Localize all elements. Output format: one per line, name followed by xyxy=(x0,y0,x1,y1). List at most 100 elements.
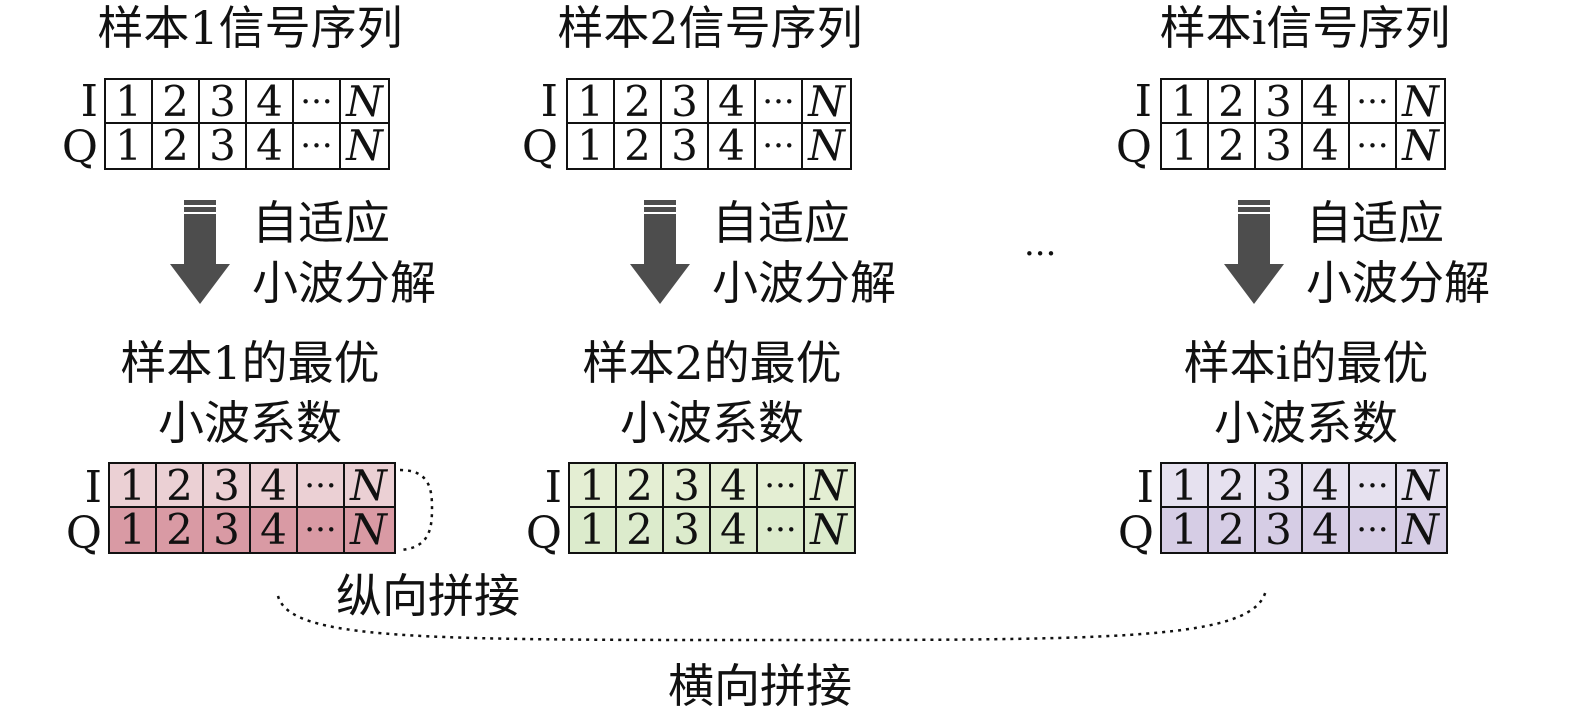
coeff-title-line2: 小波系数 xyxy=(620,396,804,450)
sequence-cell: 3 xyxy=(1256,124,1303,168)
sequence-cell: 2 xyxy=(1209,80,1256,122)
sequence-cell: ··· xyxy=(756,124,803,168)
down-arrow-icon-3 xyxy=(1224,200,1284,304)
sequence-cell: N xyxy=(350,464,387,506)
sequence-cell: 4 xyxy=(711,464,758,506)
horizontal-concat-curve xyxy=(276,589,1268,642)
sequence-cell: 1 xyxy=(570,508,617,552)
sequence-cell: 3 xyxy=(662,80,709,122)
sequence-cell: 3 xyxy=(662,124,709,168)
s1-top-row-label-i: I xyxy=(80,76,98,127)
sequence-cell: 2 xyxy=(157,464,204,506)
down-arrow-icon-1 xyxy=(170,200,230,304)
sample2-coeff-title: 样本2的最优 小波系数 xyxy=(562,333,862,453)
sequence-cell: ··· xyxy=(298,508,345,552)
arrow-label-line2: 小波分解 xyxy=(252,256,436,310)
si-top-row-label-i: I xyxy=(1134,76,1152,127)
s2-top-row-label-q: Q xyxy=(521,122,558,173)
sequence-cell: N xyxy=(808,124,845,168)
coeff-title-line2: 小波系数 xyxy=(1214,396,1398,450)
arrow-label-line2: 小波分解 xyxy=(1306,256,1490,310)
arrow3-label: 自适应 小波分解 xyxy=(1306,193,1490,313)
sequence-cell: 3 xyxy=(664,464,711,506)
sequence-cell: 1 xyxy=(1162,464,1209,506)
sequence-cell: 1 xyxy=(106,124,153,168)
sequence-cell: 1 xyxy=(110,508,157,552)
arrow-label-line1: 自适应 xyxy=(1306,196,1444,250)
sequence-cell: ··· xyxy=(294,124,341,168)
arrow-label-line2: 小波分解 xyxy=(712,256,896,310)
sequence-cell: 4 xyxy=(247,124,294,168)
sequence-cell: ··· xyxy=(758,508,805,552)
down-arrow-icon-2 xyxy=(630,200,690,304)
sequence-cell: 1 xyxy=(110,464,157,506)
sample2-signal-title: 样本2信号序列 xyxy=(557,1,863,55)
sequence-cell: ··· xyxy=(1350,80,1397,122)
sequence-cell: 4 xyxy=(1303,508,1350,552)
arrow-shape xyxy=(630,200,690,304)
sequence-cell: 1 xyxy=(1162,124,1209,168)
sequence-cell: N xyxy=(1402,464,1439,506)
vertical-concat-bracket xyxy=(399,468,434,552)
s1-coeff-row-label-i: I xyxy=(84,462,102,513)
arrow-label-line1: 自适应 xyxy=(252,196,390,250)
s1-coeff-row-label-q: Q xyxy=(65,508,102,559)
arrow-shape xyxy=(1224,200,1284,304)
sequence-cell: N xyxy=(808,80,845,122)
coeff-title-line1: 样本2的最优 xyxy=(582,336,842,390)
si-top-row-label-q: Q xyxy=(1115,122,1152,173)
sequence-cell: 4 xyxy=(1303,464,1350,506)
sequence-cell: 1 xyxy=(568,80,615,122)
sequence-cell: 4 xyxy=(251,464,298,506)
sequence-cell: 3 xyxy=(1256,464,1303,506)
samples-ellipsis: ··· xyxy=(1024,234,1057,274)
sequence-cell: ··· xyxy=(756,80,803,122)
sequence-cell: ··· xyxy=(758,464,805,506)
sequence-cell: 4 xyxy=(709,124,756,168)
arrow-label-line1: 自适应 xyxy=(712,196,850,250)
sequence-cell: N xyxy=(346,80,383,122)
sequence-cell: 3 xyxy=(200,124,247,168)
sequence-cell: 2 xyxy=(617,508,664,552)
samplei-signal-title: 样本i信号序列 xyxy=(1159,1,1451,55)
sequence-cell: 3 xyxy=(1256,80,1303,122)
sequence-cell: 1 xyxy=(1162,80,1209,122)
sample1-coeff-title: 样本1的最优 小波系数 xyxy=(100,333,400,453)
sequence-cell: 2 xyxy=(153,124,200,168)
sequence-cell: 3 xyxy=(664,508,711,552)
si-coeff-row-label-q: Q xyxy=(1117,508,1154,559)
sequence-cell: N xyxy=(350,508,387,552)
sequence-cell: 4 xyxy=(711,508,758,552)
sequence-cell: ··· xyxy=(1350,124,1397,168)
samplei-coeff-title: 样本i的最优 小波系数 xyxy=(1156,333,1456,453)
sequence-cell: 4 xyxy=(1303,124,1350,168)
vertical-concat-label: 纵向拼接 xyxy=(336,569,520,623)
s1-top-row-label-q: Q xyxy=(61,122,98,173)
sequence-cell: N xyxy=(1402,508,1439,552)
sequence-cell: 1 xyxy=(570,464,617,506)
sequence-cell: ··· xyxy=(298,464,345,506)
coeff-title-line1: 样本i的最优 xyxy=(1183,336,1429,390)
sequence-cell: 2 xyxy=(153,80,200,122)
sequence-cell: ··· xyxy=(1350,464,1397,506)
sequence-cell: N xyxy=(810,508,847,552)
sequence-cell: ··· xyxy=(1350,508,1397,552)
sequence-cell: 2 xyxy=(1209,124,1256,168)
s2-coeff-row-label-i: I xyxy=(544,462,562,513)
